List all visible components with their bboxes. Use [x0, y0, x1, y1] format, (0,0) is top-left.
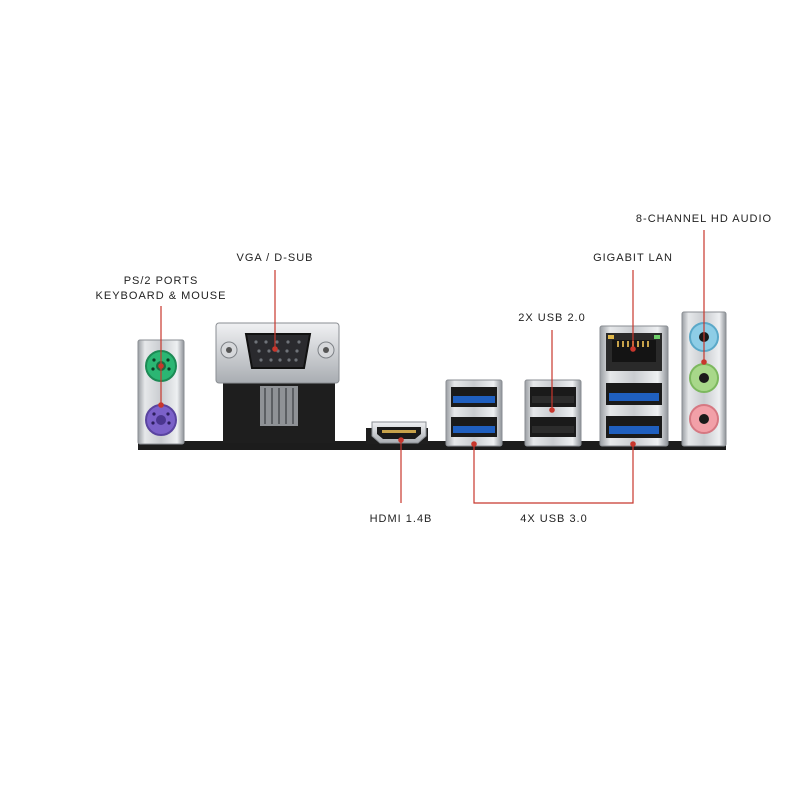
ps2-label-line2: KEYBOARD & MOUSE: [95, 290, 227, 302]
hdmi-port: [366, 421, 428, 444]
usb20-label: 2X USB 2.0: [518, 312, 586, 324]
vga-port: [215, 322, 340, 443]
ps2-label-line1: PS/2 PORTS: [123, 275, 199, 287]
audio-jacks: [681, 311, 727, 447]
lan-usb30-stack: [599, 325, 669, 447]
leader-lines: [158, 230, 707, 504]
pcb-base: [138, 441, 726, 450]
usb30-label: 4X USB 3.0: [520, 513, 588, 525]
audio-label: 8-CHANNEL HD AUDIO: [635, 213, 773, 225]
vga-label: VGA / D-SUB: [236, 252, 314, 264]
lan-label: GIGABIT LAN: [593, 252, 673, 264]
usb30-leader-line: [473, 444, 634, 504]
hdmi-label: HDMI 1.4B: [369, 513, 433, 525]
usb30-stack-left: [445, 379, 503, 447]
usb20-stack: [524, 379, 582, 447]
